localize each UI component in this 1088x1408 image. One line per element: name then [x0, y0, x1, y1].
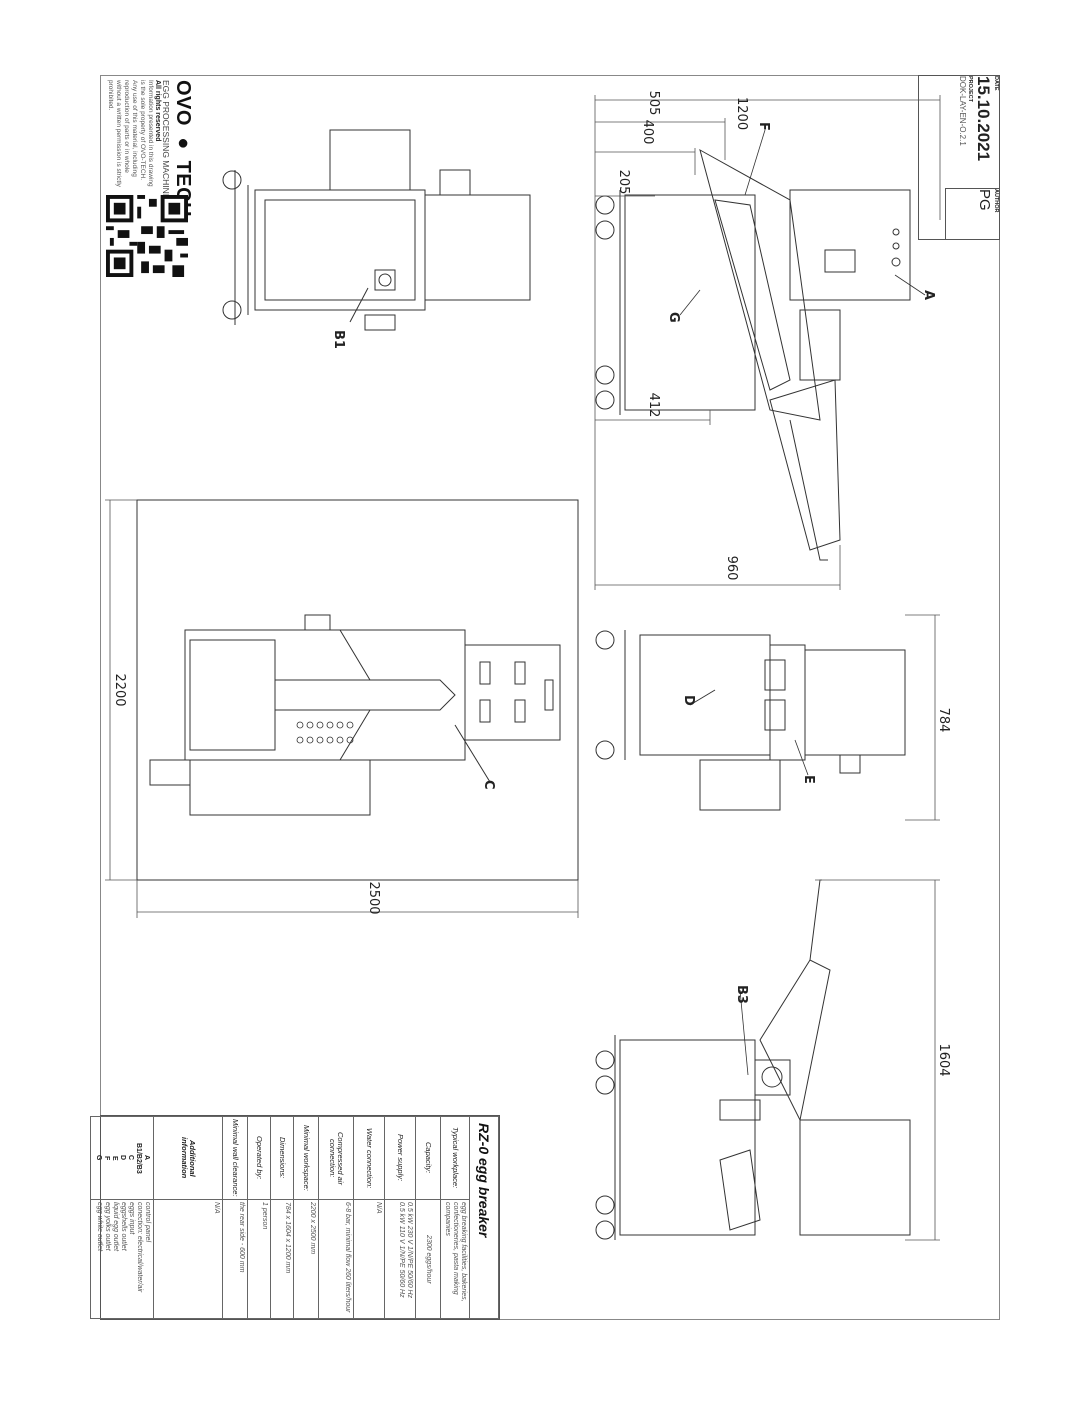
spec-title: RZ-0 egg breaker [469, 1116, 499, 1319]
title-block-date: DATE 15.10.2021 PROJECT DOK-LAY-EN-O.2.1 [918, 75, 1000, 240]
author-label: AUTHOR [993, 189, 999, 213]
table-row: Operated by:1 person [247, 1116, 271, 1319]
workspace-outline [136, 499, 579, 881]
table-row: Dimensions:784 x 1604 x 1200 mm [270, 1116, 294, 1319]
spec-label: Capacity: [415, 1116, 441, 1200]
spec-label: Compressed air connection: [318, 1116, 354, 1200]
view-front [595, 630, 906, 811]
callout-f: F [756, 122, 771, 131]
dim-400: 400 [640, 120, 655, 145]
callout-b3: B3 [734, 985, 749, 1004]
table-row: Power supply:0.5 kW 230 V 1/N/PE 50/60 H… [384, 1116, 416, 1319]
qr-code [106, 195, 188, 277]
legend-keys: A B1/B2/B3 C D E F G [90, 1116, 154, 1200]
tagline: EGG PROCESSING MACHINES [161, 80, 171, 206]
spec-value: 0.5 kW 230 V 1/N/PE 50/60 Hz 0.5 kW 110 … [384, 1199, 416, 1319]
title-block-author: AUTHOR PG [945, 188, 1000, 240]
drawing-frame [100, 75, 1000, 1320]
callout-c: C [481, 780, 496, 790]
table-row: Typical workplace:egg breaking facilitie… [440, 1116, 470, 1319]
table-row: Minimal workspace:2200 x 2500 mm [293, 1116, 319, 1319]
spec-value: N/A [353, 1199, 385, 1319]
notice-text: Information presented in this drawing is… [107, 80, 154, 187]
spec-label: Typical workplace: [440, 1116, 470, 1200]
spec-label: Power supply: [384, 1116, 416, 1200]
logo-block: OVO ● TECH EGG PROCESSING MACHINES All r… [104, 80, 194, 280]
dim-2500: 2500 [366, 881, 381, 914]
spec-label: Operated by: [247, 1116, 271, 1200]
spec-label: Additional information [153, 1116, 223, 1200]
callout-b1: B1 [331, 330, 346, 349]
spec-label: Water connection: [353, 1116, 385, 1200]
project-label: PROJECT [967, 76, 973, 102]
dim-505: 505 [646, 91, 661, 116]
callout-g: G [666, 312, 681, 323]
spec-value: 2200 x 2500 mm [293, 1199, 319, 1319]
dim-412: 412 [646, 393, 661, 418]
view-top [149, 614, 561, 816]
view-side-top [595, 148, 911, 561]
dim-960: 960 [724, 556, 739, 581]
table-row: Water connection:N/A [353, 1116, 385, 1319]
spec-value: 784 x 1604 x 1200 mm [270, 1199, 294, 1319]
callout-a: A [921, 290, 936, 300]
spec-value: the rear side - 600 mm [222, 1199, 248, 1319]
dim-1604: 1604 [936, 1043, 951, 1076]
rights-text: All rights reserved [154, 80, 161, 142]
view-rear [222, 129, 531, 331]
dim-784: 784 [936, 708, 951, 733]
dim-1200: 1200 [734, 97, 749, 130]
table-row: Capacity:2300 eggs/hour [415, 1116, 441, 1319]
spec-value: egg breaking facilities, bakeries, confe… [440, 1199, 470, 1319]
spec-label: Minimal workspace: [293, 1116, 319, 1200]
dim-205: 205 [616, 170, 631, 195]
dim-2200: 2200 [112, 673, 127, 706]
date-label: DATE [993, 76, 999, 91]
callout-d: D [681, 695, 696, 706]
spec-value: 1 person [247, 1199, 271, 1319]
author-value: PG [976, 189, 993, 211]
spec-label: Dimensions: [270, 1116, 294, 1200]
dimension-lines [105, 95, 941, 1241]
spec-value: N/A [153, 1199, 223, 1319]
table-row: Minimal wall clearance:the rear side - 6… [222, 1116, 248, 1319]
date-value: 15.10.2021 [974, 76, 993, 162]
legend-values: control panel conection: electrical/wate… [90, 1199, 154, 1319]
view-side-bottom [595, 879, 911, 1240]
callout-e: E [801, 775, 816, 784]
spec-value: 6-8 bar, minimal flow 260 liters/hour [318, 1199, 354, 1319]
project-value: DOK-LAY-EN-O.2.1 [958, 76, 967, 146]
spec-label: Minimal wall clearance: [222, 1116, 248, 1200]
spec-table: RZ-0 egg breaker Typical workplace:egg b… [90, 1115, 500, 1320]
spec-value: 2300 eggs/hour [415, 1199, 441, 1319]
table-row: Compressed air connection:6-8 bar, minim… [318, 1116, 354, 1319]
